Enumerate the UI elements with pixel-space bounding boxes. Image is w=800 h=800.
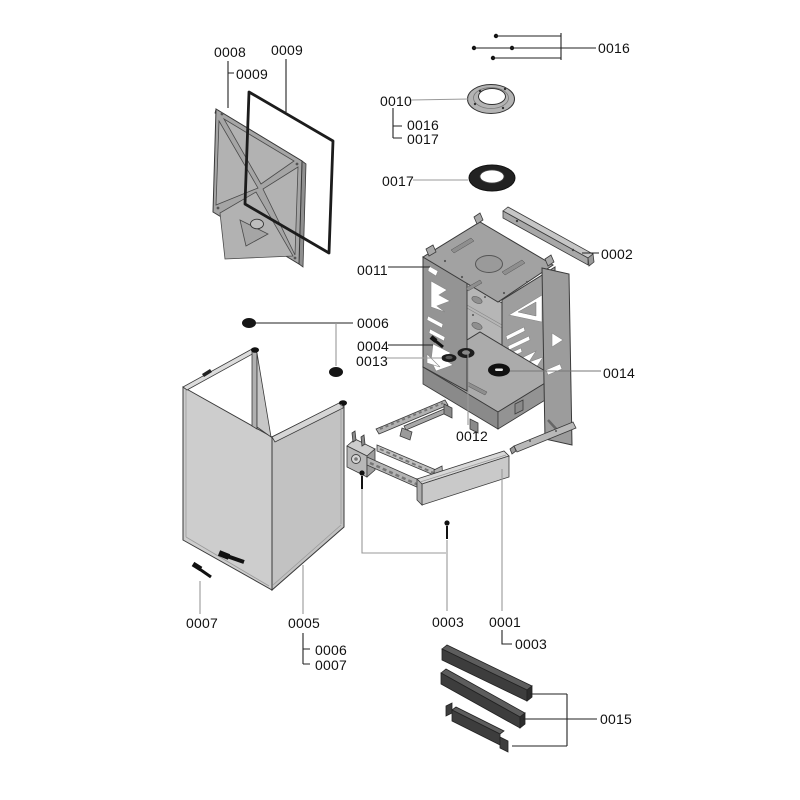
grommet-0013 — [441, 354, 457, 362]
part-0015-strips — [440, 644, 533, 753]
part-0002-top-rail — [502, 206, 595, 267]
part-label: 0017 — [382, 173, 414, 189]
part-label: 0017 — [407, 131, 439, 147]
part-label: 0013 — [356, 353, 388, 369]
part-0001-base-assembly — [346, 421, 577, 506]
part-0008-insulation-panel — [212, 108, 307, 268]
part-label: 0007 — [186, 615, 218, 631]
part-label: 0003 — [432, 614, 464, 630]
casing-corner-cap — [339, 400, 347, 406]
part-label: 0006 — [357, 315, 389, 331]
callout-0005: 0005 0006 0007 — [288, 565, 347, 673]
screw-0004 — [429, 335, 444, 349]
part-label: 0011 — [357, 262, 388, 278]
part-label: 0002 — [601, 246, 633, 262]
part-label: 0015 — [600, 711, 632, 727]
callout-0008: 0008 0009 — [214, 44, 268, 108]
grommet-0014 — [488, 363, 510, 377]
callout-0007: 0007 — [186, 581, 218, 631]
frame-top-hole — [475, 255, 503, 273]
grommet-0006-a — [242, 318, 256, 328]
callout-0009: 0009 — [271, 42, 303, 112]
part-label: 0016 — [407, 117, 439, 133]
panel-hole — [250, 218, 264, 230]
fastener-0016-screws — [471, 33, 515, 61]
part-0010-flange-ring — [467, 84, 515, 114]
grommet-0012 — [457, 348, 475, 358]
frame-right-flange-panel — [541, 267, 573, 446]
base-front-bar — [416, 450, 510, 506]
part-0005-casing — [182, 347, 347, 592]
callout-0002: 0002 — [582, 246, 633, 262]
callout-0010: 0010 0016 0017 — [380, 93, 470, 147]
callout-0013: 0013 — [356, 353, 441, 369]
part-label: 0001 — [489, 614, 521, 630]
part-label: 0014 — [603, 365, 635, 381]
callout-0003: 0003 — [361, 489, 464, 630]
callout-0001: 0001 0003 — [489, 469, 547, 652]
part-label: 0008 — [214, 44, 246, 60]
callout-0014: 0014 — [510, 365, 635, 381]
part-label: 0012 — [456, 428, 488, 444]
part-label: 0016 — [598, 40, 630, 56]
part-label: 0010 — [380, 93, 412, 109]
callout-0016-top: 0016 — [474, 33, 630, 60]
casing-corner-cap — [251, 347, 259, 353]
part-0011-frame — [422, 212, 573, 446]
screw-0003-a — [359, 470, 365, 489]
callout-0004: 0004 — [357, 338, 433, 354]
part-label: 0009 — [236, 66, 268, 82]
screw-0007 — [191, 561, 212, 579]
casing-front-face — [271, 400, 345, 592]
part-label: 0004 — [357, 338, 389, 354]
casing-clip — [217, 550, 245, 564]
callout-0006: 0006 — [256, 315, 389, 366]
part-0009-seal-frame — [243, 90, 335, 255]
part-label: 0009 — [271, 42, 303, 58]
part-label: 0005 — [288, 615, 320, 631]
part-0017-gasket-ring — [468, 164, 516, 192]
screw-0003-b — [444, 520, 450, 539]
base-rear-rails — [375, 399, 449, 441]
part-label: 0006 — [315, 642, 347, 658]
callout-0012: 0012 — [456, 354, 488, 444]
part-label: 0007 — [315, 657, 347, 673]
part-label: 0003 — [515, 636, 547, 652]
callout-0011: 0011 — [357, 262, 430, 278]
callout-0015: 0015 — [512, 693, 632, 747]
grommet-0006-b — [329, 367, 343, 377]
callout-0017: 0017 — [382, 173, 468, 189]
